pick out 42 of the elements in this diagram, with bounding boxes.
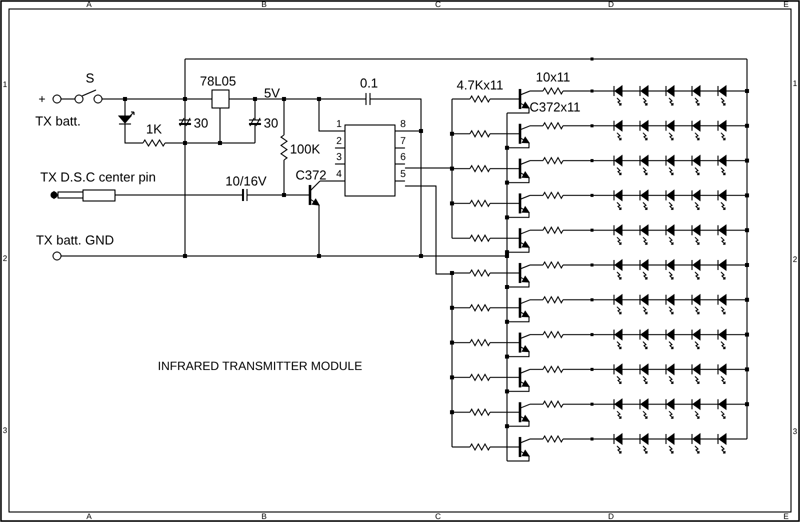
pin-number: 4: [336, 170, 342, 180]
pin-number: 6: [400, 153, 406, 163]
component-label: 30: [194, 116, 208, 130]
terminal-label: TX batt.: [35, 114, 81, 128]
grid-reference: 2: [2, 255, 8, 263]
pin-number: 3: [336, 153, 342, 163]
component-label: 100K: [290, 142, 320, 156]
component-label: S: [86, 72, 94, 84]
grid-reference: 1: [2, 81, 8, 89]
grid-reference: 1: [792, 80, 798, 88]
grid-reference: D: [608, 513, 614, 521]
grid-reference: C: [435, 513, 441, 521]
component-label: 78L05: [200, 74, 236, 88]
pin-number: 2: [336, 137, 342, 147]
grid-reference: 3: [2, 427, 8, 435]
pin-number: 1: [336, 120, 342, 130]
component-label: 0.1: [360, 76, 378, 90]
terminal-label: TX D.S.C center pin: [40, 170, 156, 184]
component-label: 10x11: [536, 70, 570, 84]
grid-reference: B: [261, 1, 267, 9]
component-label: C372x11: [529, 100, 581, 114]
component-label: C372: [295, 168, 327, 182]
grid-reference: B: [261, 513, 267, 521]
component-label: 4.7Kx11: [456, 78, 504, 92]
grid-reference: A: [86, 1, 92, 9]
grid-reference: E: [783, 1, 789, 9]
component-label: 1K: [146, 122, 162, 136]
grid-reference: C: [435, 1, 441, 9]
component-label: 10/16V: [225, 174, 267, 188]
grid-reference: E: [783, 513, 789, 521]
grid-reference: D: [608, 1, 614, 9]
terminal-label: TX batt. GND: [36, 234, 114, 246]
grid-reference: 3: [792, 428, 798, 436]
pin-number: 5: [400, 170, 406, 180]
grid-reference: 2: [792, 256, 798, 264]
terminal-label: +: [38, 93, 46, 105]
voltage-label: 5V: [264, 86, 280, 100]
grid-reference: A: [86, 513, 92, 521]
component-label: 30: [264, 116, 278, 130]
pin-number: 7: [400, 137, 406, 147]
pin-number: 8: [400, 120, 406, 130]
sheet-title: INFRARED TRANSMITTER MODULE: [158, 360, 362, 372]
